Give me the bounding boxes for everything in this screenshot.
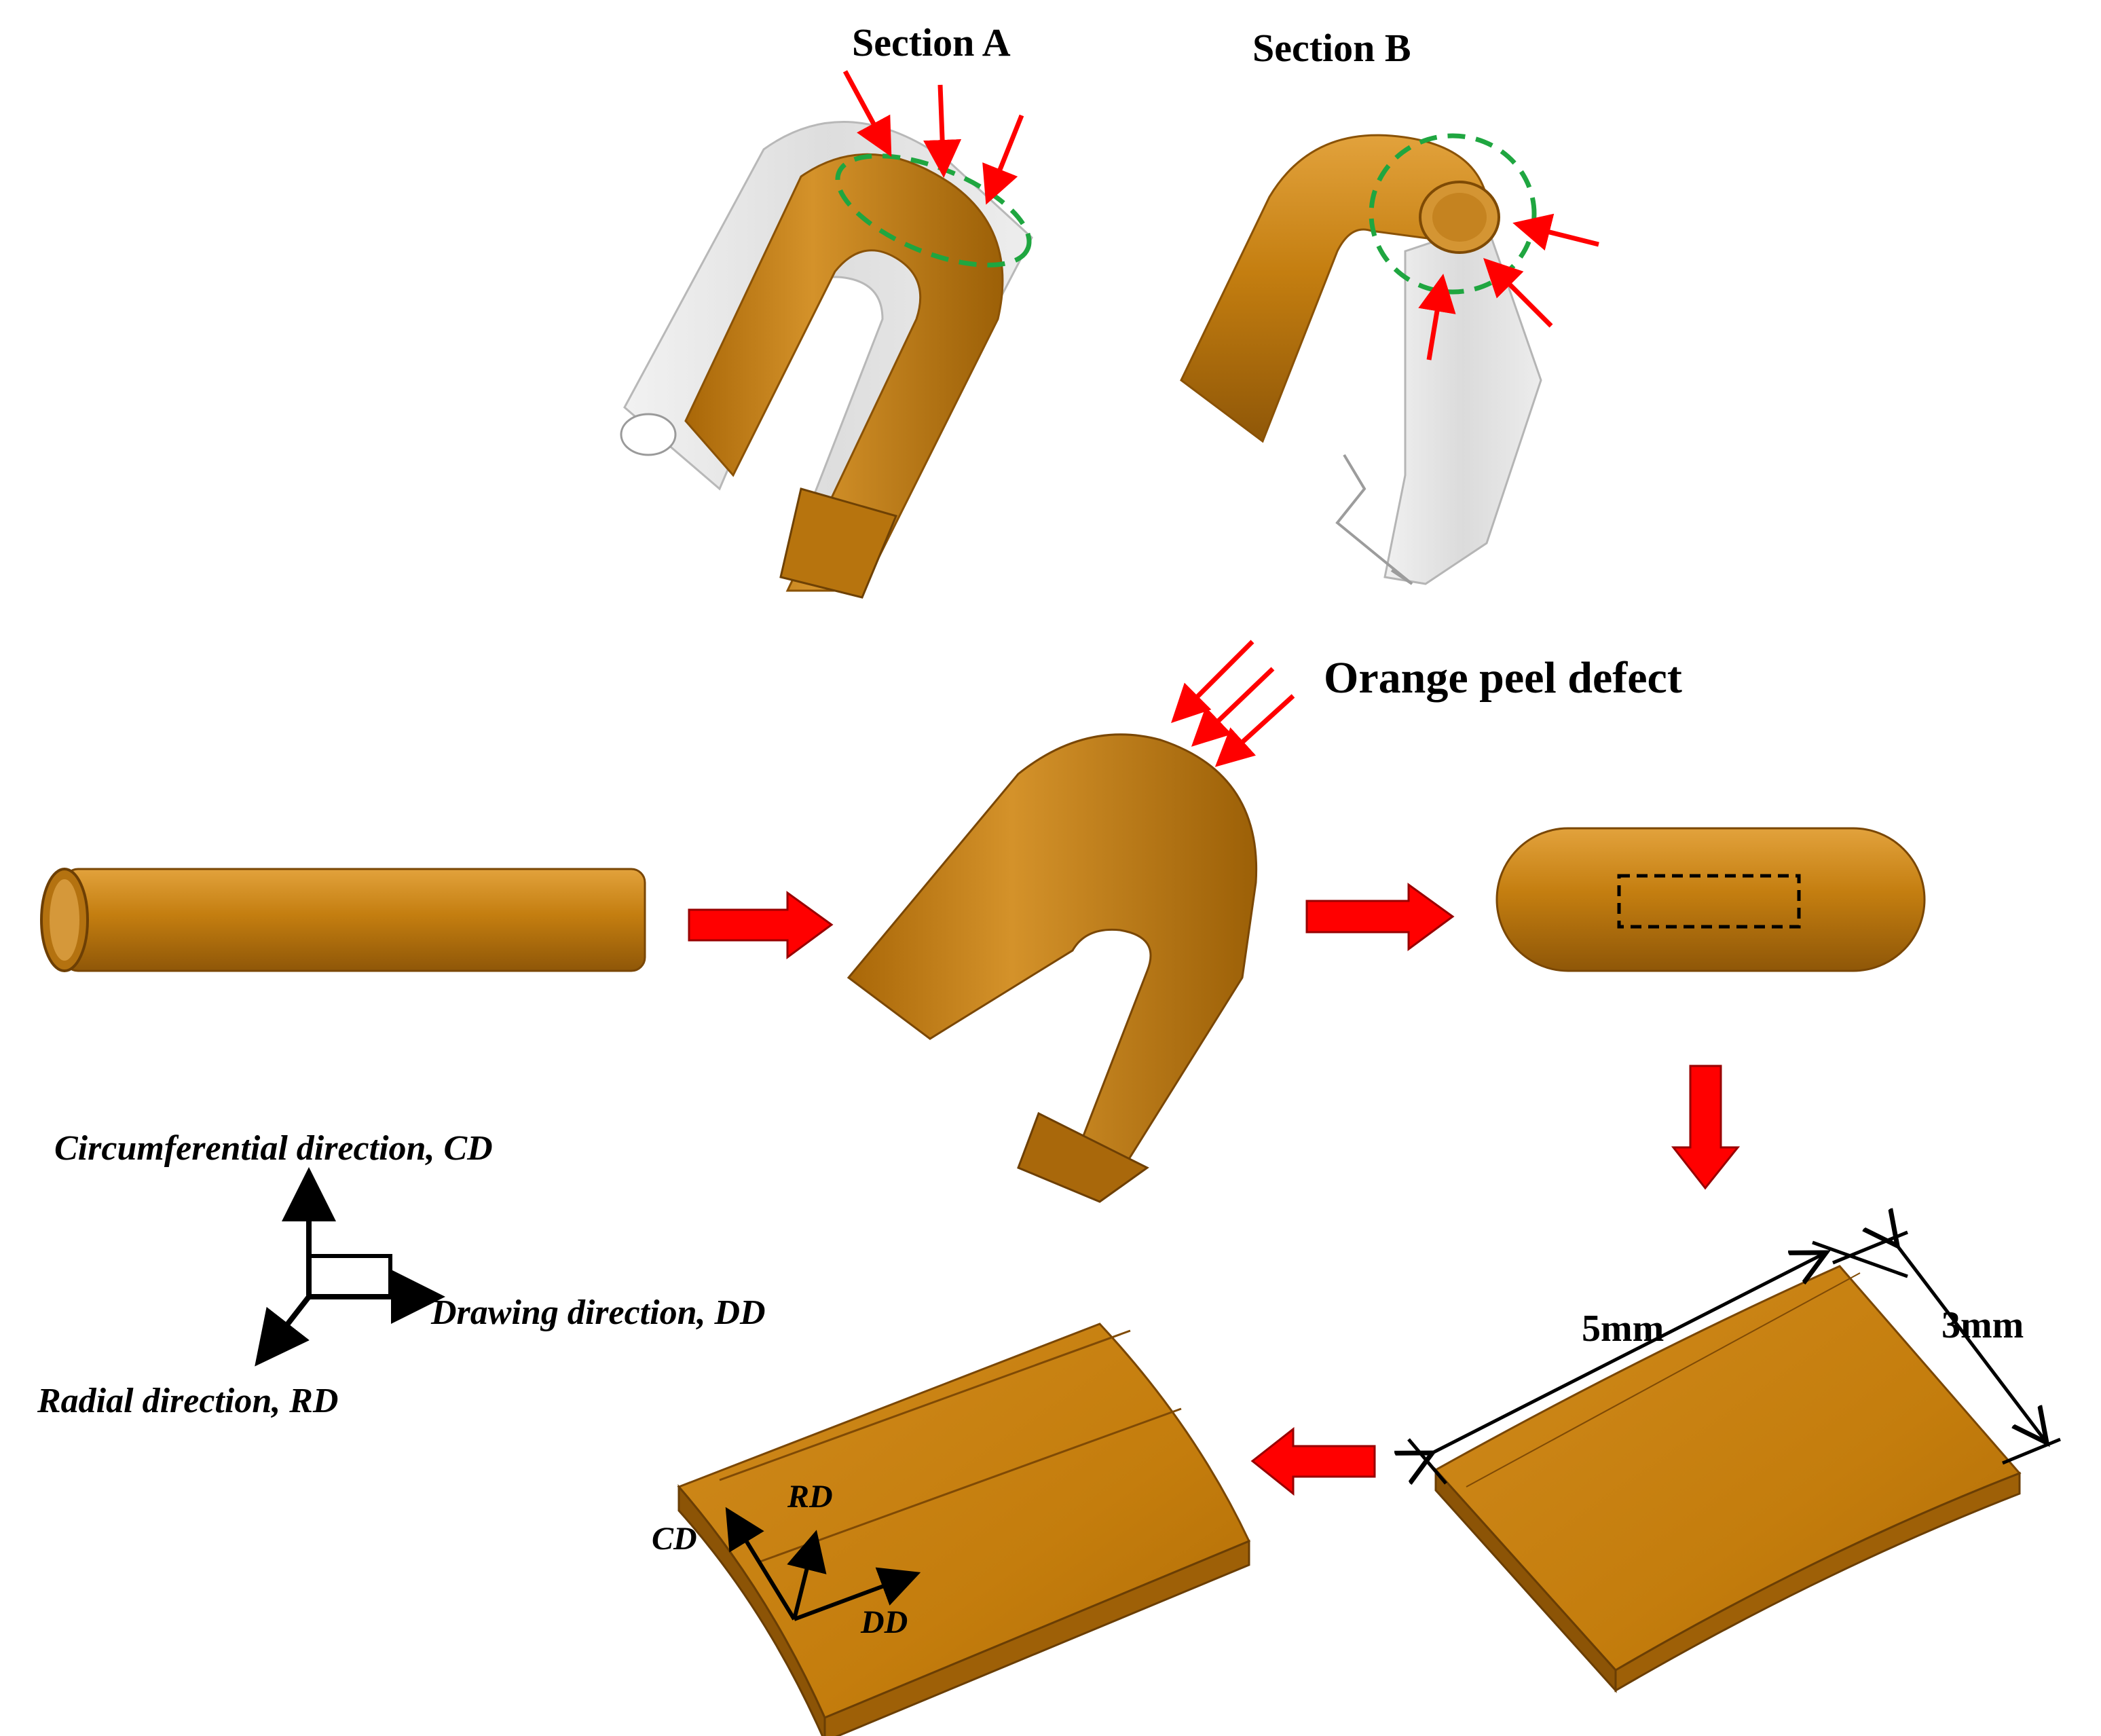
- straight-tube: [40, 868, 646, 972]
- section-b-red-arrow: [1483, 258, 1553, 328]
- dimensioned-specimen: [1434, 1265, 2022, 1693]
- section-b-figure: [1180, 133, 1599, 585]
- section-b-ghost-clip: [1335, 454, 1413, 585]
- section-a-figure: [620, 70, 1033, 599]
- orange-peel-red-arrow: [1214, 694, 1295, 767]
- axes-legend: [255, 1167, 445, 1367]
- section-a-red-arrow: [923, 84, 962, 178]
- specimen-local-axes: [725, 1507, 921, 1621]
- section-a-red-arrow: [842, 70, 892, 158]
- rd-short-label: RD: [787, 1479, 833, 1515]
- dimension-5mm-label: 5mm: [1582, 1308, 1664, 1350]
- rd-axis-label: Radial direction, RD: [37, 1382, 338, 1420]
- dimension-3mm: [1832, 1232, 2061, 1465]
- oriented-specimen: [677, 1323, 1251, 1736]
- section-b-copper-tube: [1180, 134, 1488, 443]
- orange-peel-red-arrow: [1191, 667, 1275, 747]
- flattened-tube: [1495, 827, 1926, 972]
- orange-peel-label: Orange peel defect: [1324, 653, 1682, 703]
- section-b-open-end-inner: [1432, 193, 1487, 242]
- section-b-red-arrow: [1512, 213, 1599, 251]
- process-arrow-right: [688, 891, 834, 959]
- cd-short-label: CD: [652, 1521, 697, 1557]
- section-a-cut-end: [779, 487, 898, 599]
- process-arrow-down: [1671, 1065, 1741, 1190]
- section-a-label: Section A: [852, 20, 1011, 64]
- dimension-3mm-label: 3mm: [1941, 1304, 2024, 1346]
- section-b-red-arrow: [1418, 274, 1456, 361]
- section-a-open-end: [620, 413, 677, 456]
- process-arrow-left: [1250, 1426, 1376, 1496]
- bent-u-tube: [847, 733, 1258, 1203]
- cd-axis-label: Circumferential direction, CD: [54, 1129, 493, 1168]
- orange-peel-red-arrow: [1171, 640, 1254, 723]
- dd-axis-label: Drawing direction, DD: [430, 1293, 766, 1332]
- dd-short-label: DD: [860, 1604, 908, 1640]
- section-b-label: Section B: [1252, 26, 1411, 70]
- section-a-red-arrow: [982, 114, 1024, 205]
- process-arrow-right: [1305, 883, 1455, 951]
- sampling-region-box: [1617, 874, 1801, 929]
